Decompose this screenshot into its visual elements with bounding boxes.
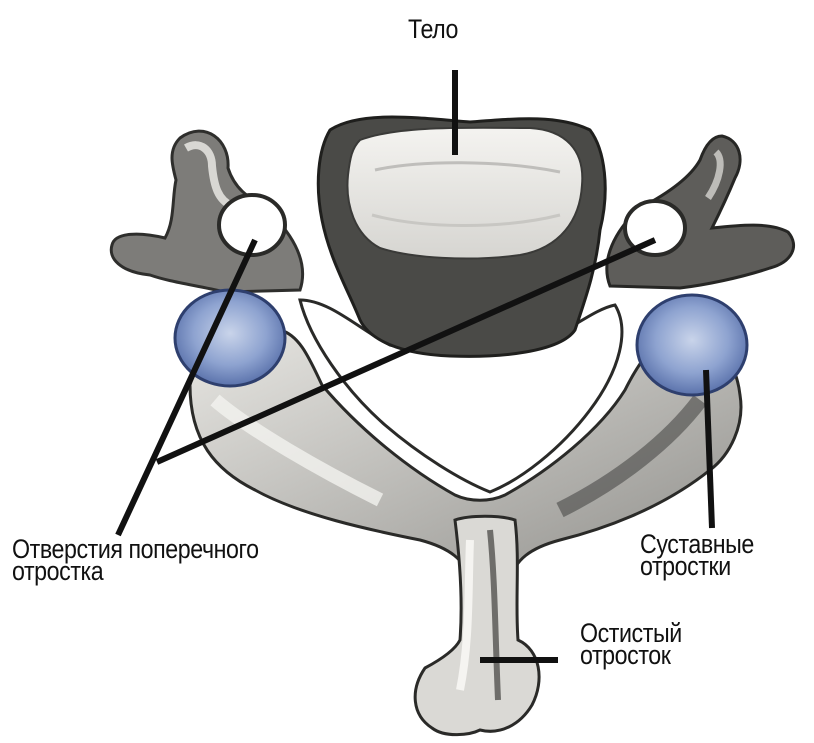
label-body-text: Тело [408, 18, 458, 40]
label-spinous-process-line2: отросток [580, 644, 682, 666]
right-articular-facet [637, 295, 747, 395]
label-transverse-foramen: Отверстия поперечного отростка [12, 538, 259, 582]
label-spinous-process: Остистый отросток [580, 622, 682, 666]
label-body: Тело [408, 18, 458, 40]
vertebral-body [318, 117, 605, 356]
label-articular-processes: Суставные отростки [640, 533, 754, 577]
